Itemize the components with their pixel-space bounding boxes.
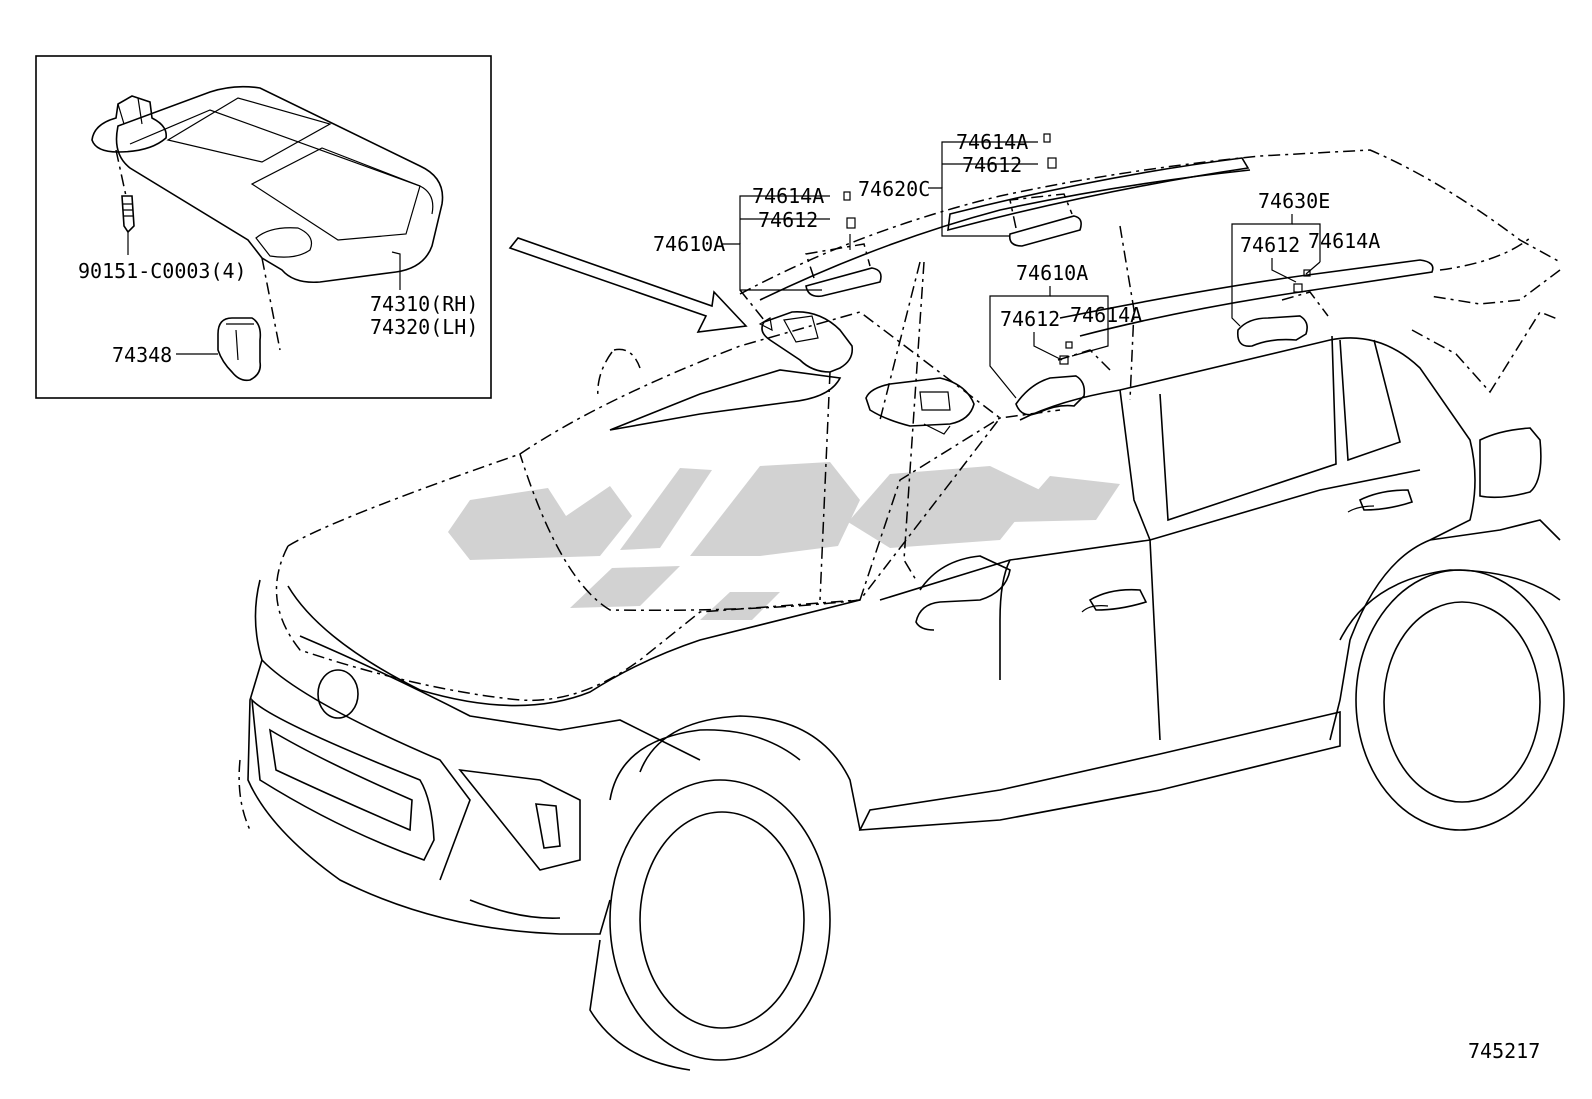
- label-visor-lh: 74320(LH): [370, 315, 478, 339]
- label-rear-grip-plug: 74614A: [1308, 229, 1380, 253]
- visor-detail-inset: [35, 55, 492, 399]
- label-front-grip-clip: 74612: [758, 208, 818, 232]
- roof-assist-grip: [1008, 133, 1082, 247]
- label-mid-grip-a: 74610A: [1016, 261, 1088, 285]
- label-roof-grip-plug: 74614A: [956, 130, 1028, 154]
- leader-lines: [722, 141, 1321, 601]
- label-front-grip-plug: 74614A: [752, 184, 824, 208]
- label-mid-grip-clip: 74612: [1000, 307, 1060, 331]
- vehicle-outline: [238, 149, 1565, 1071]
- visor-on-vehicle-left: [758, 311, 854, 373]
- label-visor-rh: 74310(RH): [370, 292, 478, 316]
- watermark-logo: [448, 462, 1120, 620]
- pointer-arrow: [508, 237, 748, 333]
- middle-assist-grip: [1015, 341, 1111, 416]
- label-holder: 74348: [112, 343, 172, 367]
- label-mid-grip-plug: 74614A: [1070, 303, 1142, 327]
- label-roof-grip-clip: 74612: [962, 153, 1022, 177]
- label-rear-grip-e: 74630E: [1258, 189, 1330, 213]
- rear-assist-grip: [1236, 269, 1329, 347]
- label-roof-grip-c: 74620C: [858, 177, 930, 201]
- diagram-number: 745217: [1468, 1039, 1540, 1063]
- visor-on-vehicle-right: [865, 377, 975, 435]
- label-rear-grip-clip: 74612: [1240, 233, 1300, 257]
- label-bolt: 90151-C0003(4): [78, 259, 247, 283]
- front-assist-grip: [805, 191, 882, 298]
- label-front-grip-a: 74610A: [653, 232, 725, 256]
